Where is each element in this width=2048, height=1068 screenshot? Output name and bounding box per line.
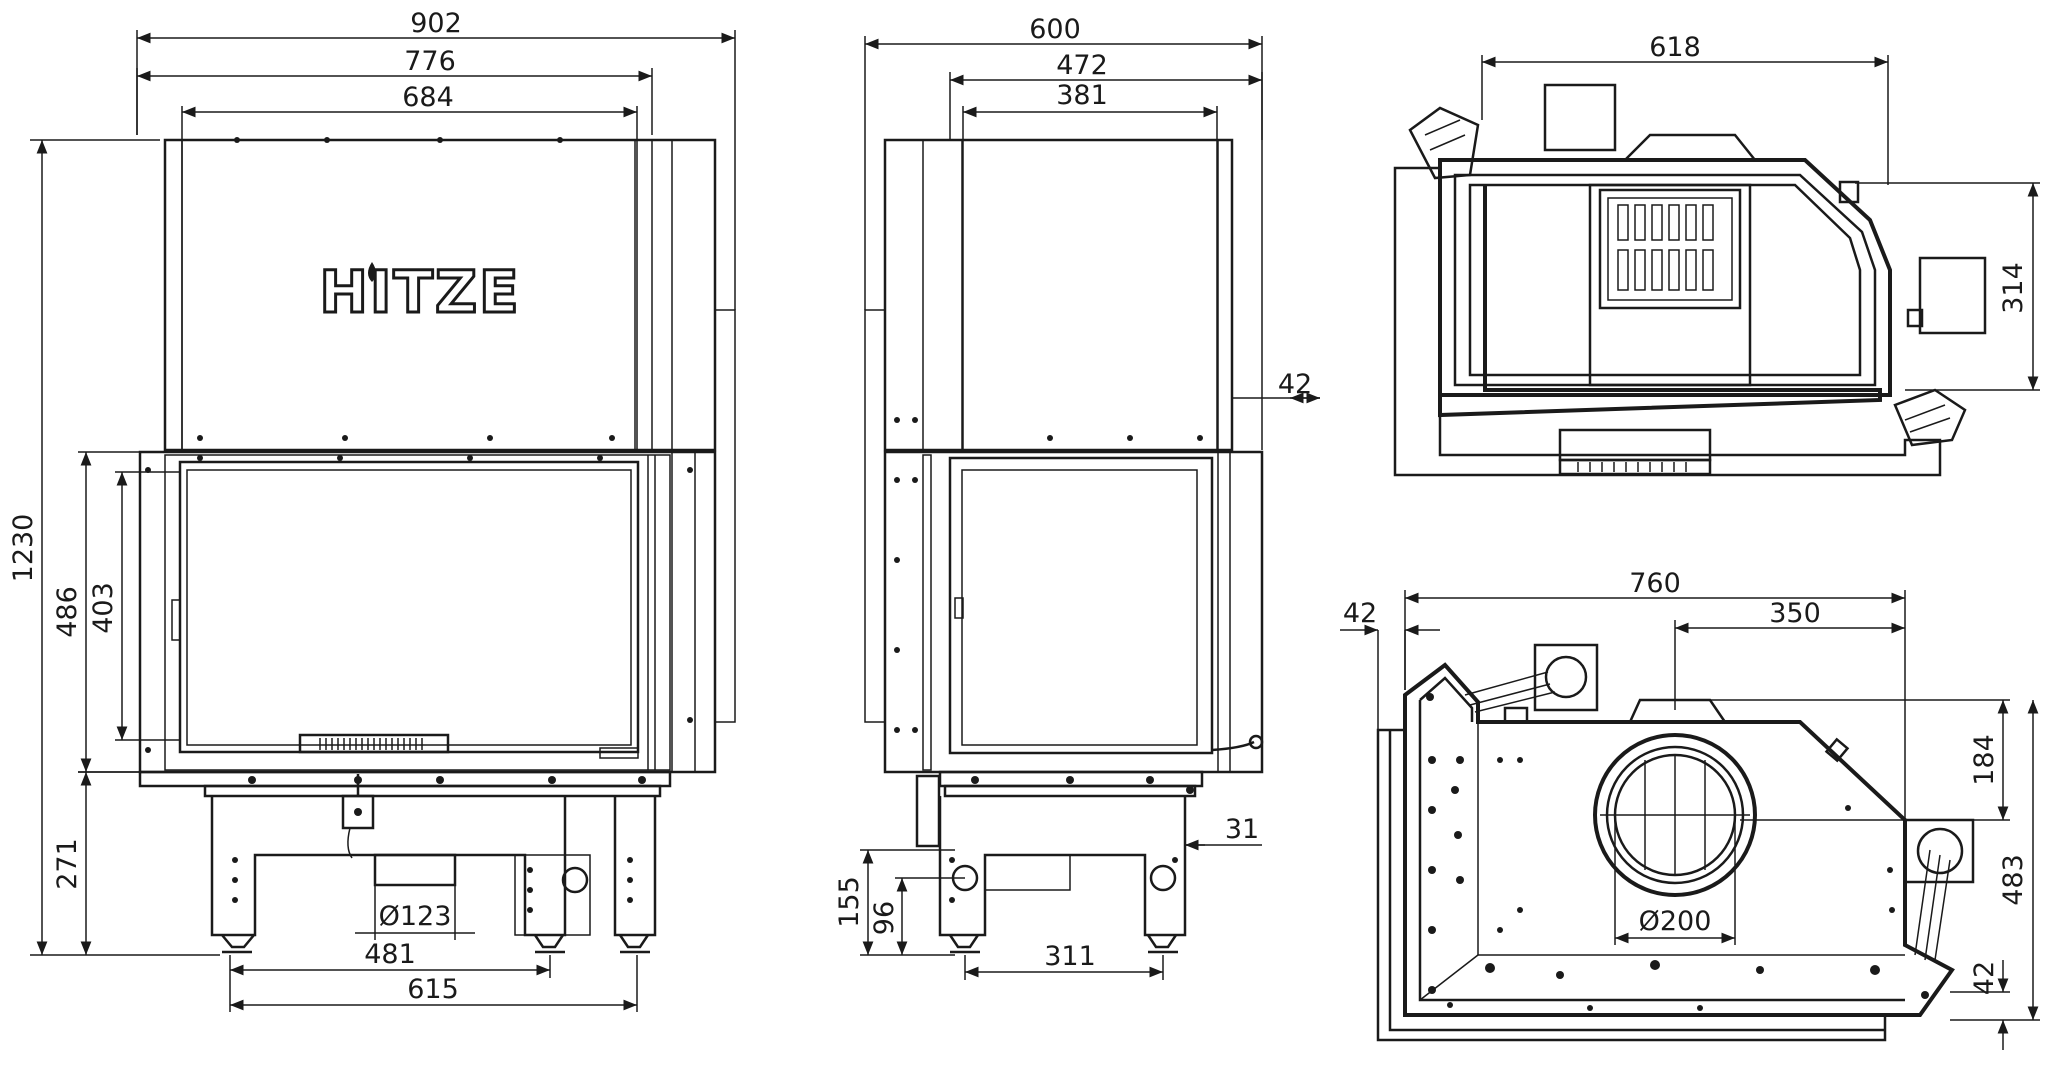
- dim-front-feet-outer-label: 615: [407, 974, 459, 1005]
- dim-front-base-height: 271: [52, 771, 140, 955]
- dim-top-section-width: 618: [1481, 32, 1889, 185]
- dim-front-overall-width-label: 902: [410, 8, 462, 39]
- dim-side-foot-offset-label: 31: [1225, 814, 1259, 845]
- dim-top-flue-to-back-label: 184: [1969, 734, 2000, 786]
- dim-front-total-height: 1230: [8, 139, 220, 956]
- dim-top-depth: 483: [1950, 700, 2040, 1021]
- dim-top-bottom-offset: 42: [1950, 960, 2010, 1050]
- dim-front-glass-height: 403: [88, 471, 180, 741]
- air-grille: [319, 738, 423, 750]
- side-view: 600 472 381 42: [834, 14, 1320, 980]
- dim-top-flue-diameter: Ø200: [1614, 815, 1736, 945]
- dim-top-overall-width-label: 760: [1629, 568, 1681, 599]
- dim-side-overall-width-label: 600: [1029, 14, 1081, 45]
- dim-top-flue-offset-label: 350: [1769, 598, 1821, 629]
- dim-side-body-width: 472: [949, 50, 1263, 140]
- dim-front-overall-width: 902: [136, 8, 736, 310]
- dim-top-left-offset-label: 42: [1343, 598, 1377, 629]
- dim-front-feet-inner-label: 481: [364, 939, 416, 970]
- dim-side-feet-spacing: 311: [964, 941, 1164, 980]
- front-view: 902 776 684 1230 486: [8, 8, 736, 1012]
- dim-side-door-opening-width: 381: [962, 80, 1218, 450]
- dim-front-door-height-label: 486: [52, 586, 83, 638]
- dim-front-body-width-label: 776: [404, 46, 456, 77]
- dim-side-offset: 42: [1232, 369, 1320, 404]
- dim-top-section-width-label: 618: [1649, 32, 1701, 63]
- dim-front-feet-outer: 615: [230, 955, 638, 1012]
- dim-top-depth-label: 483: [1998, 854, 2029, 906]
- dim-front-base-height-label: 271: [52, 838, 83, 890]
- dim-front-body-width: 776: [136, 46, 653, 135]
- dim-side-inlet-center: 96: [869, 877, 965, 955]
- dim-side-feet-spacing-label: 311: [1044, 941, 1096, 972]
- dim-front-total-height-label: 1230: [8, 514, 39, 583]
- grate-pattern: [1617, 204, 1714, 291]
- dim-front-flue-diameter: Ø123: [355, 880, 475, 940]
- dim-side-foot-offset: 31: [1185, 814, 1262, 851]
- dim-top-section-height-label: 314: [1998, 262, 2029, 314]
- dim-side-door-opening-width-label: 381: [1056, 80, 1108, 111]
- dim-front-door-opening-width-label: 684: [402, 82, 454, 113]
- dim-side-body-width-label: 472: [1056, 50, 1108, 81]
- dim-side-inlet-height: 155: [834, 849, 955, 956]
- flame-icon: [368, 262, 376, 282]
- dim-side-inlet-height-label: 155: [834, 876, 865, 928]
- dim-top-bottom-offset-label: 42: [1969, 961, 2000, 995]
- dim-front-feet-inner: 481: [229, 939, 551, 1012]
- dim-top-flue-to-back: 184: [1690, 699, 2010, 821]
- top-section-view: 618 314: [1393, 32, 2040, 477]
- dim-top-flue-diameter-label: Ø200: [1639, 906, 1712, 937]
- dim-top-flue-offset: 350: [1674, 598, 1905, 710]
- top-view: 42 760 350 184 483: [1340, 568, 2040, 1050]
- dim-side-inlet-center-label: 96: [869, 901, 900, 935]
- dim-top-section-height: 314: [1855, 182, 2040, 391]
- dim-side-offset-label: 42: [1278, 369, 1312, 400]
- dim-front-glass-height-label: 403: [88, 582, 119, 634]
- hitze-logo: HITZE: [319, 258, 520, 326]
- dim-top-overall-width: 760: [1404, 568, 1906, 820]
- dim-side-overall-width: 600: [864, 14, 1263, 450]
- dim-front-flue-diameter-label: Ø123: [379, 901, 452, 932]
- dim-top-left-offset: 42: [1340, 598, 1440, 730]
- dim-front-door-height: 486: [52, 451, 140, 773]
